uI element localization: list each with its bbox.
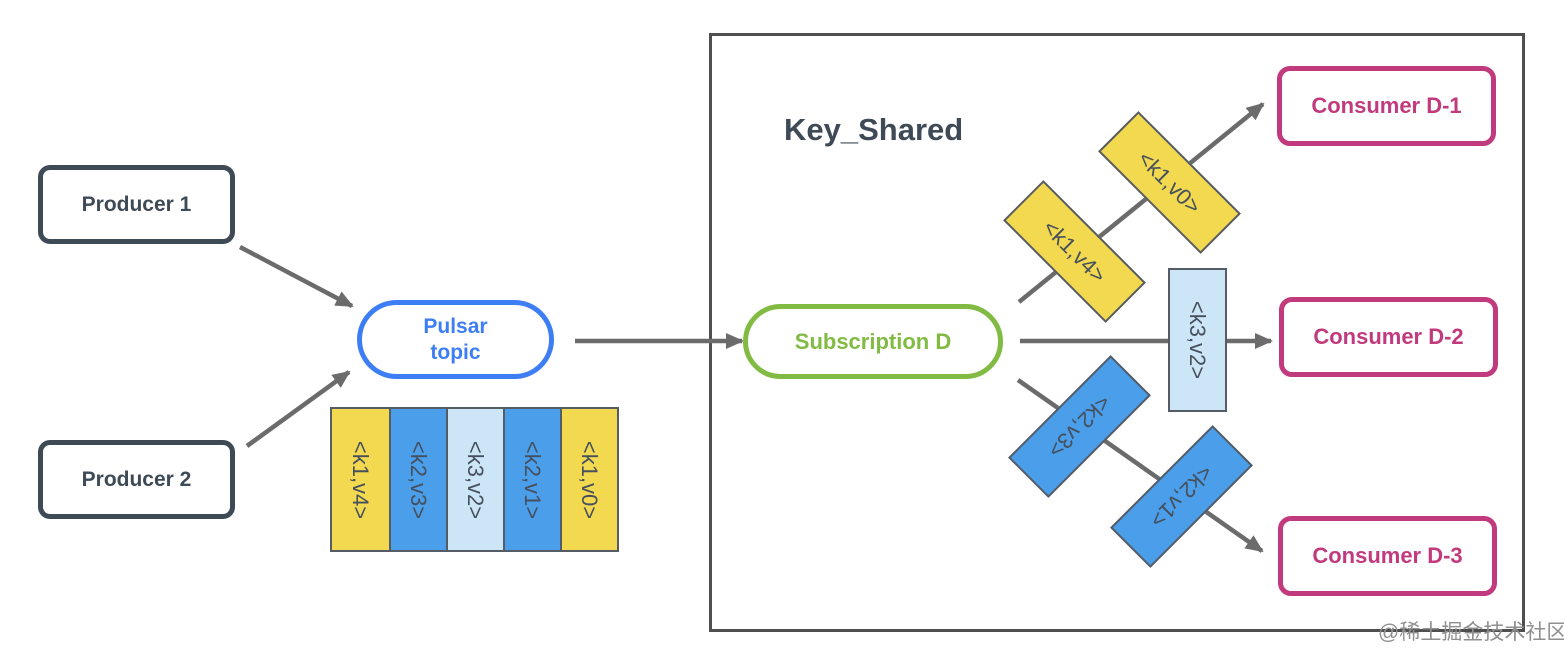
- arrow-producer1-to-topic: [238, 245, 354, 308]
- inflight-message-label: <k3,v2>: [1185, 300, 1211, 380]
- message-queue: <k1,v4> <k2,v3> <k3,v2> <k2,v1> <k1,v0>: [330, 407, 619, 552]
- subscription-d-label: Subscription D: [794, 328, 952, 354]
- queue-cell: <k2,v1>: [503, 409, 560, 550]
- queue-cell: <k1,v4>: [332, 409, 389, 550]
- key-shared-container: [709, 33, 1525, 632]
- consumer-d2-box: Consumer D-2: [1279, 297, 1498, 377]
- consumer-d1-box: Consumer D-1: [1277, 66, 1496, 146]
- queue-cell-label: <k1,v0>: [577, 440, 603, 519]
- pulsar-topic-line1: Pulsar: [423, 315, 488, 339]
- queue-cell-label: <k2,v1>: [520, 440, 546, 519]
- key-shared-title: Key_Shared: [784, 112, 964, 147]
- queue-cell-label: <k2,v3>: [406, 440, 432, 519]
- queue-cell-label: <k1,v4>: [348, 440, 374, 519]
- producer-1-label: Producer 1: [81, 192, 192, 216]
- producer-2-label: Producer 2: [81, 467, 192, 491]
- consumer-d1-label: Consumer D-1: [1311, 93, 1462, 118]
- queue-cell-label: <k3,v2>: [463, 440, 489, 519]
- consumer-d3-box: Consumer D-3: [1278, 516, 1497, 596]
- queue-cell: <k3,v2>: [446, 409, 503, 550]
- watermark-text: @稀土掘金技术社区: [1378, 621, 1564, 644]
- producer-1-box: Producer 1: [38, 165, 235, 244]
- consumer-d3-label: Consumer D-3: [1312, 543, 1463, 568]
- pulsar-topic-pill: Pulsar topic: [357, 300, 554, 379]
- queue-cell: <k1,v0>: [560, 409, 617, 550]
- pulsar-topic-line2: topic: [430, 340, 481, 364]
- consumer-d2-label: Consumer D-2: [1313, 324, 1464, 349]
- subscription-d-pill: Subscription D: [743, 304, 1003, 379]
- arrow-producer2-to-topic: [245, 370, 351, 448]
- producer-2-box: Producer 2: [38, 440, 235, 519]
- queue-cell: <k2,v3>: [389, 409, 446, 550]
- pulsar-topic-label: Pulsar topic: [423, 314, 487, 364]
- inflight-message: <k3,v2>: [1168, 268, 1227, 412]
